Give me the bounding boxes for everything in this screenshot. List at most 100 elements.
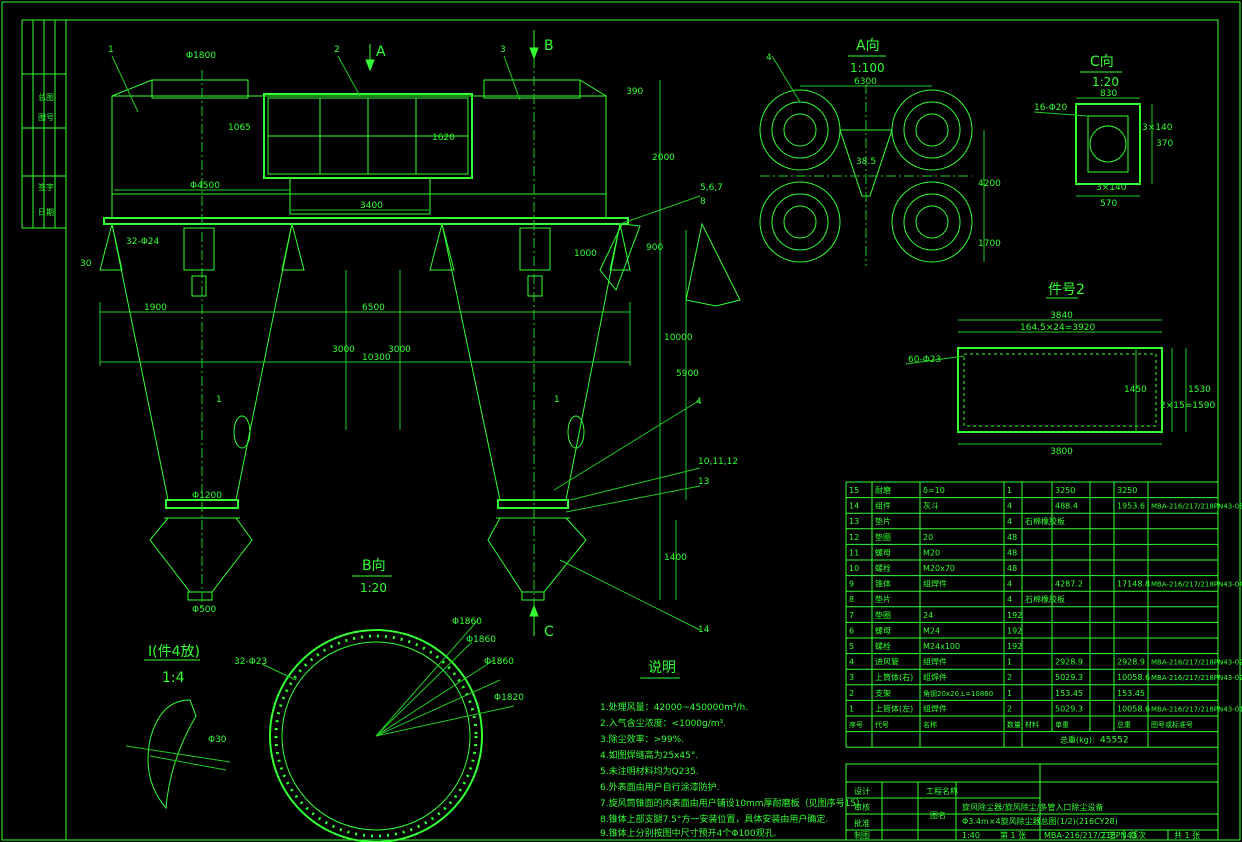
bom-header-qty: 数量 bbox=[1007, 720, 1021, 729]
bom-cell-qty: 1 bbox=[1007, 486, 1012, 495]
bom-cell-name: 组焊件 bbox=[923, 672, 947, 682]
title-block bbox=[845, 763, 1219, 841]
part2-dim-top2: 164.5×24=3920 bbox=[1020, 323, 1095, 333]
bom-cell-no: 3 bbox=[849, 673, 854, 682]
bom-cell-qty: 48 bbox=[1007, 564, 1017, 573]
detail-i-labels: I(件4放) 1:4 Φ30 bbox=[148, 644, 227, 745]
bom-cell-ref: MBA-216/217/218PN43-01 bbox=[1151, 705, 1242, 713]
part2-side: 1450 bbox=[1124, 385, 1147, 395]
bom-cell-ref: MBA-216/217/218PN43-04 bbox=[1151, 581, 1242, 589]
bom-cell-name: 组焊件 bbox=[923, 579, 947, 589]
bom-header-code: 代号 bbox=[875, 720, 889, 729]
strip-label-1: 总图 bbox=[38, 92, 54, 102]
notes-title: 说明 bbox=[648, 660, 676, 676]
dim-3000a: 3000 bbox=[332, 345, 355, 355]
bom-cell-name: 组焊件 bbox=[923, 703, 947, 713]
tb-draw: 制图 bbox=[854, 830, 870, 840]
note-2: 2.入气含尘浓度：<1000g/m³. bbox=[600, 717, 726, 729]
ref-5-6-7: 5,6,7 bbox=[700, 183, 723, 193]
bom-cell-qty: 192 bbox=[1007, 626, 1022, 635]
bom-total-label: 总重(kg): bbox=[1060, 735, 1095, 745]
a-view-title: A向 bbox=[856, 38, 880, 54]
bom-cell-no: 13 bbox=[849, 517, 859, 526]
bom-header-mat: 材料 bbox=[1025, 720, 1039, 729]
a-view-scale: 1:100 bbox=[850, 61, 885, 75]
part2-side2: 1530 bbox=[1188, 385, 1211, 395]
bom-cell-code: 耐磨 bbox=[875, 485, 891, 495]
bom-cell-w1: 3250 bbox=[1055, 486, 1075, 495]
tb-version: 版次 bbox=[1130, 830, 1146, 840]
dim-d1200: Φ1200 bbox=[192, 491, 222, 501]
bom-cell-qty: 4 bbox=[1007, 517, 1012, 526]
a-view-small: 38.5 bbox=[856, 157, 876, 167]
bom-cell-w3: 1953.6 bbox=[1117, 502, 1145, 511]
strip-label-4: 日期 bbox=[38, 208, 54, 217]
bom-header-ref: 图号或标准号 bbox=[1151, 720, 1193, 729]
part2-dim-bottom: 3800 bbox=[1050, 447, 1073, 457]
bom-cell-no: 4 bbox=[849, 658, 854, 667]
bom-cell-no: 2 bbox=[849, 689, 854, 698]
bom-cell-w1: 488.4 bbox=[1055, 502, 1078, 511]
bom-cell-mat: 石棉橡胶板 bbox=[1025, 516, 1065, 526]
part2-dim-top: 3840 bbox=[1050, 311, 1073, 321]
b-view bbox=[261, 575, 515, 842]
ref-13: 13 bbox=[698, 477, 709, 487]
bom-cell-code: 支架 bbox=[875, 688, 891, 698]
bom-cell-qty: 4 bbox=[1007, 595, 1012, 604]
arrow-c-label: C bbox=[544, 624, 554, 640]
dim-3000b: 3000 bbox=[388, 345, 411, 355]
b-view-scale: 1:20 bbox=[360, 581, 387, 595]
bom-cell-name: M24x100 bbox=[923, 642, 960, 651]
part2-labels: 件号2 3840 164.5×24=3920 3800 60-Φ23 1450 … bbox=[908, 282, 1215, 457]
c-view bbox=[1033, 71, 1153, 197]
a-view-ref: 4 bbox=[766, 53, 772, 63]
tb-sheet: 第 1 张 bbox=[1000, 830, 1026, 840]
detail-i-scale: 1:4 bbox=[162, 670, 185, 686]
bom-cell-name: 灰斗 bbox=[923, 501, 939, 511]
a-view-labels: A向 1:100 6300 4200 1700 38.5 4 bbox=[766, 38, 1001, 249]
ref-30: 30 bbox=[80, 259, 92, 269]
dim-1620: 1620 bbox=[432, 133, 455, 143]
dim-1000: 1000 bbox=[574, 249, 597, 259]
dim-5900: 5900 bbox=[676, 369, 699, 379]
dim-390: 390 bbox=[626, 87, 643, 97]
bom-cell-name: 24 bbox=[923, 611, 933, 620]
bom-cell-no: 5 bbox=[849, 642, 854, 651]
b-view-d1: Φ1860 bbox=[452, 617, 482, 627]
note-7: 7.旋风筒锥面的内表面由用户铺设10mm厚耐磨板（见图序号15）. bbox=[600, 797, 868, 809]
bom-cell-code: 垫圈 bbox=[875, 610, 891, 620]
b-view-labels: B向 1:20 32-Φ23 Φ1860 Φ1860 Φ1860 Φ1820 bbox=[234, 558, 524, 703]
dim-3400: 3400 bbox=[360, 201, 383, 211]
bom-cell-code: 垫片 bbox=[875, 594, 891, 604]
dim-10300: 10300 bbox=[362, 353, 391, 363]
bom-cell-name: M24 bbox=[923, 626, 940, 635]
a-view-h2: 1700 bbox=[978, 239, 1001, 249]
part2-bolt: 60-Φ23 bbox=[908, 355, 941, 365]
strip-label-2: 图号 bbox=[38, 113, 54, 122]
note-1: 1.处理风量：42000~450000m³/h. bbox=[600, 701, 748, 713]
bom-cell-code: 螺母 bbox=[875, 547, 891, 557]
b-view-d2: Φ1860 bbox=[466, 635, 496, 645]
main-view-labels: A B C Φ1800 1 2 3 390 1065 1620 2000 Φ45… bbox=[80, 38, 738, 640]
bom-cell-no: 9 bbox=[849, 580, 854, 589]
bom-cell-w1: 153.45 bbox=[1055, 689, 1083, 698]
bom-cell-code: 螺栓 bbox=[875, 563, 891, 573]
a-view-h1: 4200 bbox=[978, 179, 1001, 189]
bom-cell-qty: 48 bbox=[1007, 533, 1017, 542]
bom-cell-qty: 2 bbox=[1007, 704, 1012, 713]
bom-cell-ref: MBA-216/217/218PN43-03 bbox=[1151, 503, 1242, 511]
a-view bbox=[759, 55, 985, 266]
bom-total-value: 45552 bbox=[1100, 736, 1129, 746]
bom-cell-code: 垫片 bbox=[875, 516, 891, 526]
bom-cell-no: 7 bbox=[849, 611, 854, 620]
ref-1: 1 bbox=[108, 45, 114, 55]
tb-category: 工艺 bbox=[1100, 831, 1116, 840]
b-view-title: B向 bbox=[362, 558, 386, 574]
arrow-b-label: B bbox=[544, 38, 554, 54]
bom-cell-name: 角钢20x20,L=10860 bbox=[923, 689, 993, 698]
main-elevation-view bbox=[99, 30, 741, 636]
ref-8: 8 bbox=[700, 197, 706, 207]
bom-cell-no: 8 bbox=[849, 595, 854, 604]
note-5: 5.未注明材料均为Q235. bbox=[600, 765, 699, 777]
